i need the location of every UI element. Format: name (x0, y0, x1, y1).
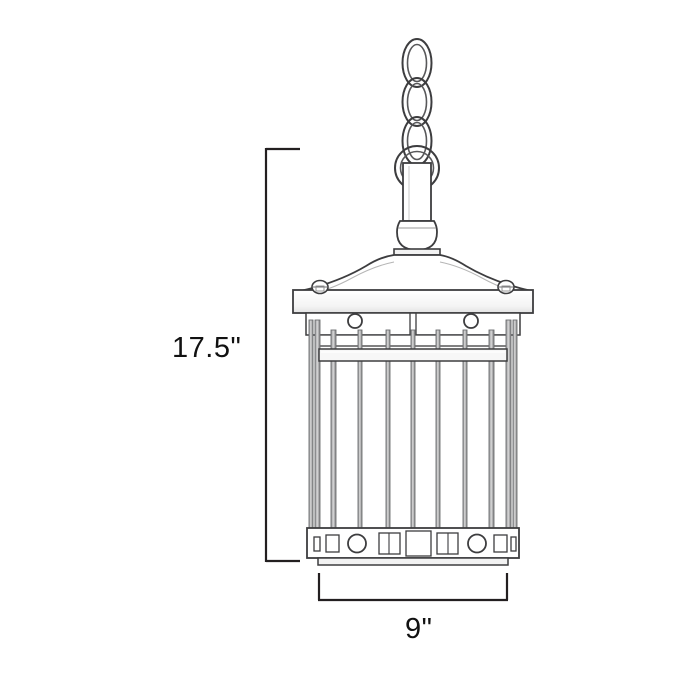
chain-link-1-icon (401, 38, 433, 88)
chain-link-2-icon (401, 77, 433, 127)
bottom-plate (317, 557, 509, 566)
top-plate (292, 289, 534, 314)
bolt-finial-left (311, 279, 329, 295)
width-dimension-line (317, 573, 509, 602)
ball-finial (393, 220, 441, 256)
glass-cage (308, 319, 518, 539)
stem-rod (402, 162, 432, 222)
decorative-band (306, 527, 520, 559)
bolt-finial-right (497, 279, 515, 295)
chain-assembly (394, 38, 440, 191)
height-dimension-line (264, 147, 300, 563)
height-dimension-label: 17.5" (172, 332, 242, 364)
chain-link-3-icon (401, 116, 433, 166)
width-dimension-label: 9" (405, 613, 433, 645)
